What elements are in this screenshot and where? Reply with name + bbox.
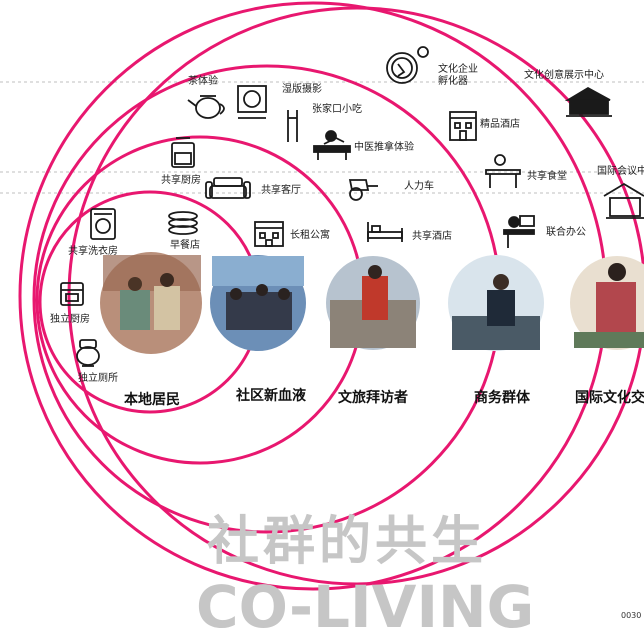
cooking-pot-icon [171, 137, 195, 168]
label-rickshaw: 人力车 [404, 181, 434, 192]
page-number: 0030 [621, 611, 642, 620]
group-photos [100, 252, 644, 354]
office-desk-icon [503, 215, 535, 248]
washing-machine-icon [90, 208, 116, 240]
label-private-toilet: 独立厕所 [78, 373, 118, 384]
group-label-cultural-visitors: 文旅拜访者 [338, 390, 408, 406]
photo-local-residents [100, 252, 202, 354]
label-private-kitchen: 独立厨房 [50, 314, 90, 325]
teapot-icon [187, 95, 225, 119]
toilet-icon [76, 339, 100, 367]
group-label-community-newcomers: 社区新血液 [236, 388, 306, 404]
label-tcm-massage: 中医推拿体验 [354, 142, 414, 153]
camera-icon [237, 85, 267, 119]
group-label-international-culture: 国际文化交 [575, 390, 644, 406]
cake-icon [168, 211, 198, 235]
label-shared-hotel: 共享酒店 [412, 231, 452, 242]
photo-community-newcomers [210, 255, 306, 351]
exhibition-hall-icon [564, 86, 612, 117]
group-label-business-people: 商务群体 [474, 390, 530, 406]
label-creative-exhibition-center: 文化创意展示中心 [524, 70, 604, 81]
pavilion-icon [603, 182, 644, 219]
label-coworking: 联合办公 [546, 227, 586, 238]
apartment-icon [254, 221, 284, 247]
label-wet-plate-photography: 湿版摄影 [282, 84, 322, 95]
stove-icon [60, 282, 84, 306]
hostel-icon [449, 111, 477, 141]
label-intl-conference-center: 国际会议中 [597, 166, 644, 177]
ring-intl [67, 6, 644, 586]
label-shared-living-room: 共享客厅 [261, 185, 301, 196]
label-tea-experience: 茶体验 [188, 76, 218, 87]
label-long-term-apartment: 长租公寓 [290, 230, 330, 241]
title-english: CO-LIVING [196, 573, 535, 641]
label-shared-canteen: 共享食堂 [527, 171, 567, 182]
bed-icon [367, 222, 403, 242]
icons [60, 46, 644, 367]
guide-lines [0, 81, 644, 194]
label-shared-laundry: 共享洗衣房 [68, 246, 118, 257]
photo-business-people [448, 255, 544, 351]
label-zhangjiakou-snacks: 张家口小吃 [312, 104, 362, 115]
group-label-local-residents: 本地居民 [124, 392, 180, 408]
label-culture-incubator: 文化企业孵化器 [438, 64, 478, 87]
sofa-icon [205, 177, 251, 199]
gear-worker-icon [386, 46, 429, 84]
title-chinese: 社群的共生 [207, 512, 488, 572]
label-shared-kitchen: 共享厨房 [161, 175, 201, 186]
chopsticks-icon [287, 110, 298, 142]
photo-cultural-visitors [326, 256, 420, 350]
massage-icon [313, 130, 351, 160]
rickshaw-icon [348, 179, 378, 201]
label-breakfast-shop: 早餐店 [170, 240, 200, 251]
label-boutique-hotel: 精品酒店 [480, 119, 520, 130]
photo-international-culture [570, 256, 644, 350]
dining-icon [485, 154, 521, 188]
